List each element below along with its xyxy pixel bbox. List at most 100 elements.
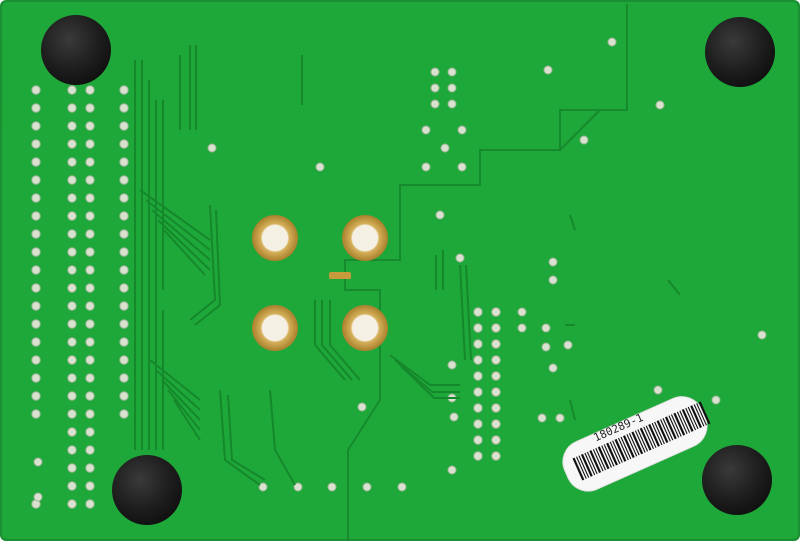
- barcode-bar: [631, 431, 644, 455]
- header-pad: [67, 445, 77, 455]
- header-pad: [119, 301, 129, 311]
- barcode-bar: [612, 440, 623, 463]
- header-pad: [85, 265, 95, 275]
- via: [711, 395, 721, 405]
- header-pad: [473, 419, 483, 429]
- header-pad: [85, 283, 95, 293]
- header-pad: [67, 211, 77, 221]
- via: [315, 162, 325, 172]
- header-pad: [67, 499, 77, 509]
- header-pad: [491, 403, 501, 413]
- barcode-bar: [643, 426, 655, 449]
- header-pad: [119, 391, 129, 401]
- header-pad: [31, 247, 41, 257]
- header-pad: [119, 229, 129, 239]
- header-pad: [67, 103, 77, 113]
- header-pad: [491, 371, 501, 381]
- header-pad: [119, 85, 129, 95]
- header-pad: [119, 139, 129, 149]
- via: [543, 65, 553, 75]
- header-pad: [31, 175, 41, 185]
- header-pad: [85, 85, 95, 95]
- via: [757, 330, 767, 340]
- header-pad: [67, 283, 77, 293]
- via: [33, 492, 43, 502]
- header-pad: [67, 265, 77, 275]
- header-pad: [31, 85, 41, 95]
- header-pad: [119, 157, 129, 167]
- barcode-bar: [670, 414, 682, 437]
- header-pad: [67, 427, 77, 437]
- via: [517, 307, 527, 317]
- via: [537, 413, 547, 423]
- header-pad: [119, 373, 129, 383]
- header-pad: [85, 211, 95, 221]
- via: [555, 413, 565, 423]
- via: [440, 143, 450, 153]
- header-pad: [67, 301, 77, 311]
- barcode-bar: [664, 416, 677, 440]
- via: [207, 143, 217, 153]
- header-pad: [67, 409, 77, 419]
- header-pad: [85, 391, 95, 401]
- barcode-bar: [601, 445, 612, 468]
- via: [430, 83, 440, 93]
- via: [293, 482, 303, 492]
- barcode-bar: [654, 421, 665, 445]
- header-pad: [491, 387, 501, 397]
- header-pad: [31, 301, 41, 311]
- via: [362, 482, 372, 492]
- header-pad: [85, 481, 95, 491]
- header-pad: [67, 319, 77, 329]
- header-pad: [491, 451, 501, 461]
- rubber-foot: [112, 455, 182, 525]
- right-pin-header: [473, 307, 501, 461]
- header-pad: [85, 139, 95, 149]
- vias: [33, 37, 767, 502]
- barcode-bar: [584, 452, 596, 476]
- barcode-bar: [603, 444, 615, 467]
- mounting-hole: [342, 215, 388, 261]
- header-pad: [491, 323, 501, 333]
- header-pad: [119, 265, 129, 275]
- header-pad: [67, 355, 77, 365]
- barcode-bar: [634, 430, 646, 453]
- header-pad: [85, 175, 95, 185]
- barcode-bar: [685, 407, 697, 431]
- header-pad: [491, 339, 501, 349]
- header-pad: [31, 391, 41, 401]
- header-pad: [119, 175, 129, 185]
- header-pad: [67, 337, 77, 347]
- header-pad: [31, 139, 41, 149]
- header-pad: [119, 121, 129, 131]
- via: [541, 323, 551, 333]
- via: [548, 275, 558, 285]
- header-pad: [491, 435, 501, 445]
- barcode-bar: [592, 449, 604, 472]
- barcode-bar: [606, 442, 618, 466]
- header-pad: [31, 283, 41, 293]
- via: [548, 363, 558, 373]
- barcode-bar: [618, 437, 629, 461]
- via: [541, 342, 551, 352]
- header-pad: [85, 463, 95, 473]
- barcode-bar: [589, 450, 602, 473]
- header-pad: [85, 445, 95, 455]
- rubber-foot: [41, 15, 111, 85]
- via: [457, 162, 467, 172]
- via: [447, 465, 457, 475]
- header-pad: [473, 323, 483, 333]
- header-pad: [473, 355, 483, 365]
- header-pad: [85, 229, 95, 239]
- barcode: [572, 401, 711, 481]
- header-pad: [491, 419, 501, 429]
- via: [655, 100, 665, 110]
- header-pad: [119, 247, 129, 257]
- barcode-bar: [651, 422, 663, 446]
- header-pad: [85, 409, 95, 419]
- via: [449, 412, 459, 422]
- header-pad: [85, 319, 95, 329]
- barcode-bar: [578, 455, 590, 478]
- header-pad: [31, 265, 41, 275]
- barcode-bar: [620, 436, 632, 460]
